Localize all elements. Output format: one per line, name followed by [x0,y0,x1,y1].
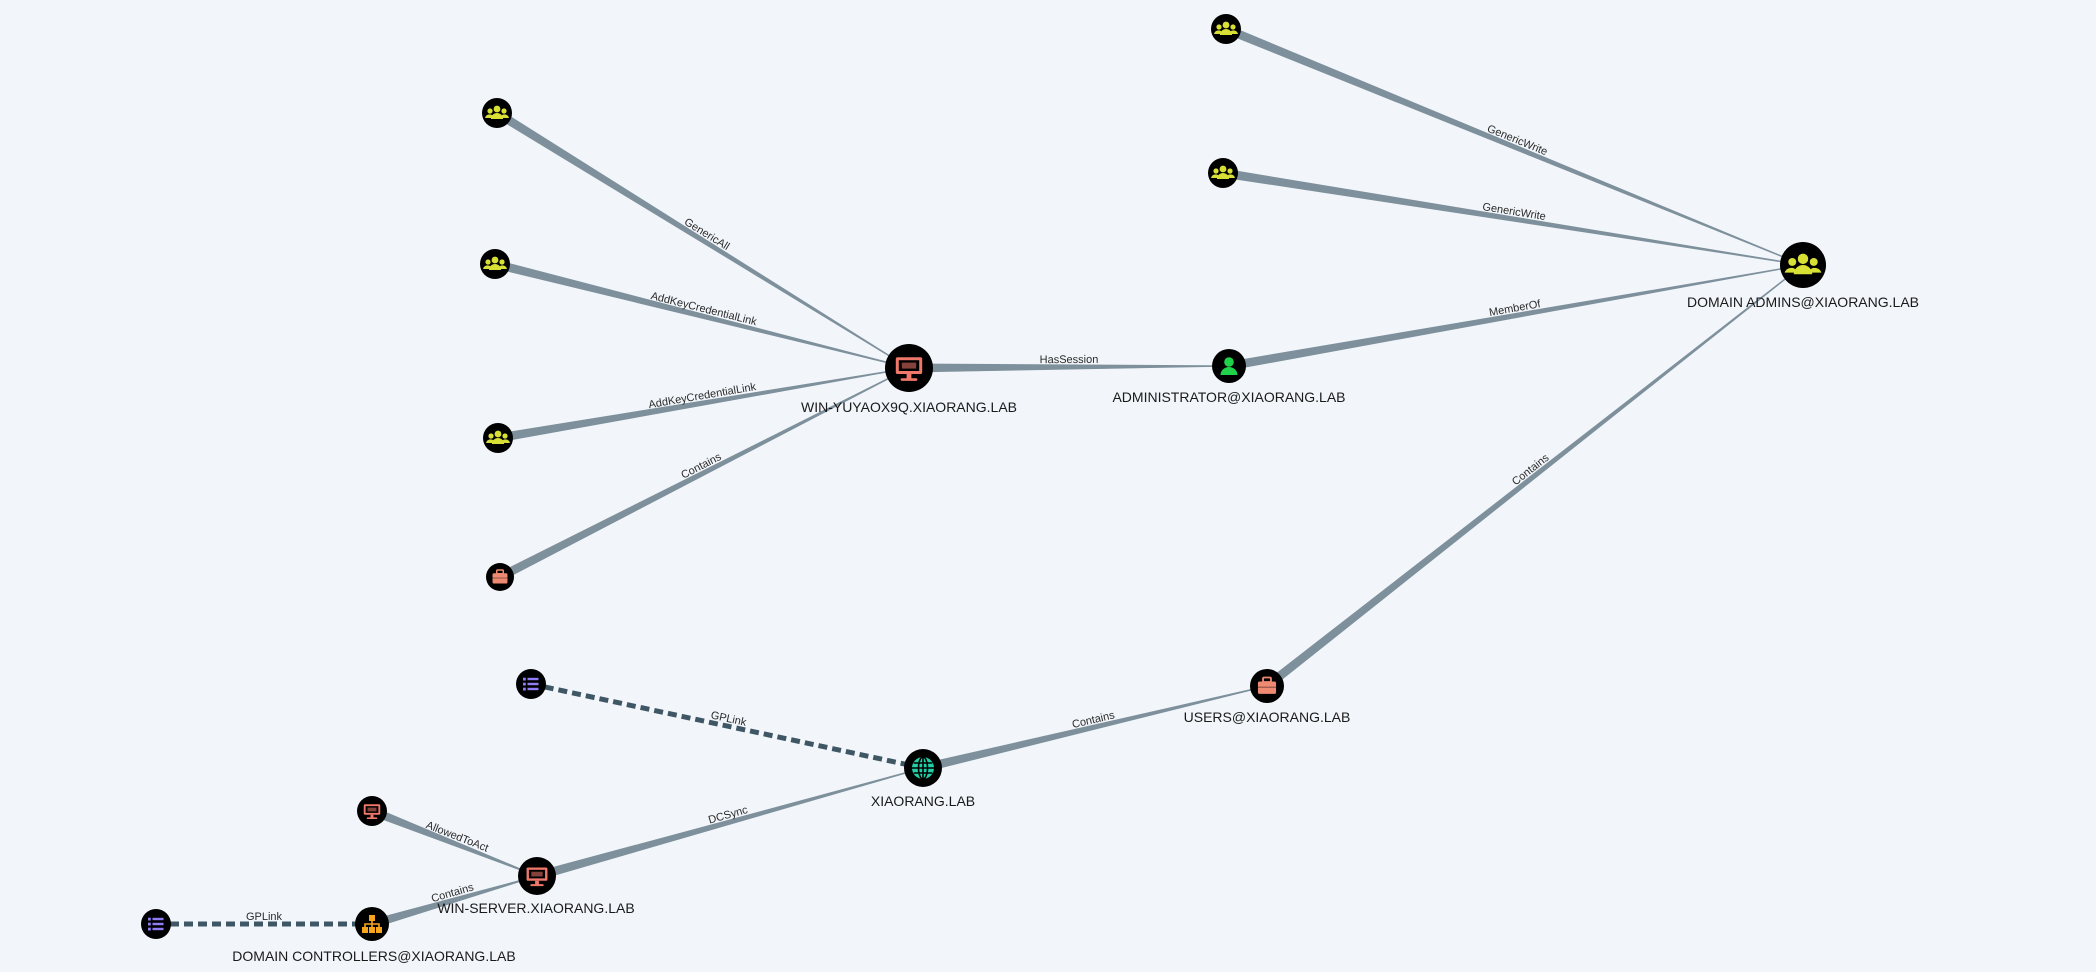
node-users[interactable] [1250,669,1284,703]
node-gpo1[interactable] [516,669,546,699]
edge-label: GPLink [246,911,283,923]
group-icon [1211,165,1235,179]
group-icon [485,105,509,119]
org-chart-icon [362,915,382,933]
edge-g5-domain_admins[interactable] [1222,168,1804,266]
edge-comp2-win_server[interactable] [370,806,538,877]
node-domain-controllers[interactable] [355,907,389,941]
briefcase-icon [1257,676,1277,694]
node-users-label: USERS@XIAORANG.LAB [1184,709,1351,725]
globe-icon [912,756,934,780]
group-icon [486,430,510,444]
monitor-icon [363,804,381,820]
edge-ou1-win_yuyaox9q[interactable] [497,367,910,582]
node-administrator-label: ADMINISTRATOR@XIAORANG.LAB [1112,389,1345,405]
node-ou1[interactable] [486,563,514,591]
edge-g3-win_yuyaox9q[interactable] [497,367,910,443]
edge-g1-win_yuyaox9q[interactable] [494,109,910,369]
briefcase-icon [492,569,508,584]
nodes-layer [141,14,1826,941]
group-icon [1214,21,1238,35]
edge-label: HasSession [1040,354,1099,366]
edge-domain_controllers-win_server[interactable] [370,875,538,929]
edge-g4-domain_admins[interactable] [1224,24,1804,266]
edge-g2-win_yuyaox9q[interactable] [493,259,910,369]
group-icon [483,256,507,270]
node-g2[interactable] [480,249,510,279]
group-icon [1784,253,1822,275]
list-icon [148,917,164,931]
user-icon [1220,357,1238,375]
edge-win_server-xiaorang[interactable] [535,767,924,881]
list-icon [523,677,539,691]
edge-win_yuyaox9q-administrator[interactable] [908,363,1230,373]
node-comp2[interactable] [357,796,387,826]
node-gpo2[interactable] [141,909,171,939]
node-domain-admins-label: DOMAIN ADMINS@XIAORANG.LAB [1687,294,1919,310]
node-g4[interactable] [1211,14,1241,44]
edge-users-domain_admins[interactable] [1264,264,1804,690]
node-labels-layer: WIN-YUYAOX9Q.XIAORANG.LAB ADMINISTRATOR@X… [232,294,1919,964]
edges-layer [156,24,1804,929]
node-domain-admins[interactable] [1780,242,1826,288]
node-xiaorang[interactable] [904,749,942,787]
edge-gpo1-xiaorang[interactable] [530,681,924,771]
node-g5[interactable] [1208,158,1238,188]
node-g1[interactable] [482,98,512,128]
node-win-yuyaox9q-label: WIN-YUYAOX9Q.XIAORANG.LAB [801,399,1017,415]
monitor-icon [895,357,923,381]
node-g3[interactable] [483,423,513,453]
node-xiaorang-label: XIAORANG.LAB [871,793,975,809]
node-win-yuyaox9q[interactable] [885,344,933,392]
node-administrator[interactable] [1212,349,1246,383]
node-domain-controllers-label: DOMAIN CONTROLLERS@XIAORANG.LAB [232,948,515,964]
edge-administrator-domain_admins[interactable] [1228,264,1804,371]
monitor-icon [526,867,548,887]
node-win-server-label: WIN-SERVER.XIAORANG.LAB [437,900,634,916]
node-win-server[interactable] [518,857,556,895]
edge-xiaorang-users[interactable] [921,685,1268,773]
